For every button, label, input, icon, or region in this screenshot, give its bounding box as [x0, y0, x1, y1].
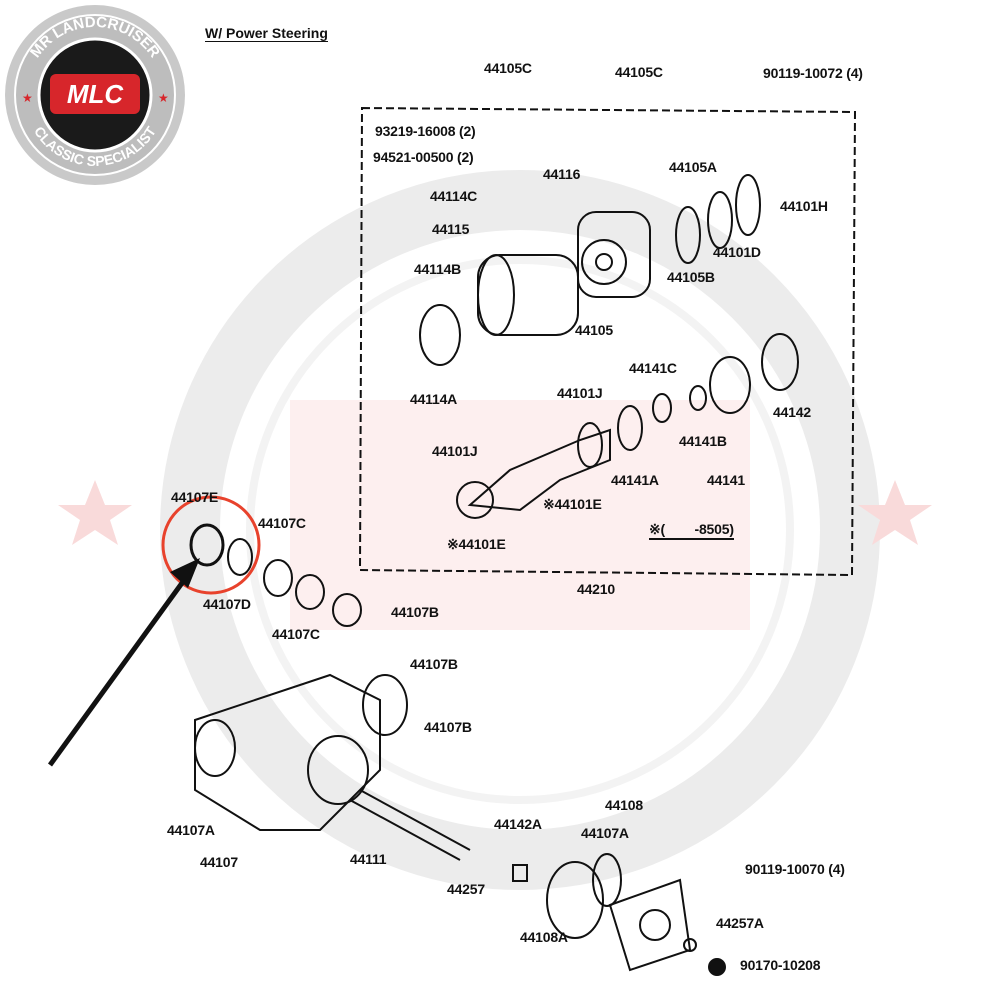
pointer-arrow — [47, 570, 193, 767]
part-label: 44107D — [203, 596, 251, 612]
part-label: 44257 — [447, 881, 485, 897]
part-label: 44101J — [557, 385, 603, 401]
svg-text:MLC: MLC — [67, 79, 125, 109]
part-label: 44107A — [581, 825, 629, 841]
part-label: 44142 — [773, 404, 811, 420]
valve-assembly-boundary — [358, 106, 857, 577]
part-label: 44105B — [667, 269, 715, 285]
part-label: 44116 — [543, 166, 581, 182]
part-label: 44141B — [679, 433, 727, 449]
part-label: 44107B — [410, 656, 458, 672]
highlight-circle — [161, 495, 261, 595]
part-label: 44101H — [780, 198, 828, 214]
part-label: 44101D — [713, 244, 761, 260]
gear-housing-part — [194, 673, 381, 831]
part-label: 44107B — [424, 719, 472, 735]
part-label: 44141 — [707, 472, 745, 488]
part-label: 44141A — [611, 472, 659, 488]
part-label: 44108A — [520, 929, 568, 945]
part-label: 94521-00500 (2) — [373, 149, 474, 165]
control-valve-part — [477, 254, 579, 336]
svg-text:★: ★ — [158, 91, 169, 105]
part-label: 44107E — [171, 489, 219, 505]
part-label: 44115 — [432, 221, 470, 237]
part-label: 44141C — [629, 360, 677, 376]
part-label: 44107A — [167, 822, 215, 838]
part-label: 44105A — [669, 159, 717, 175]
part-label: ※44101E — [447, 536, 506, 552]
oil-seal-44107E — [189, 523, 225, 567]
part-label: 44114B — [414, 261, 462, 277]
part-label: 44114C — [430, 188, 478, 204]
part-label: 93219-16008 (2) — [375, 123, 476, 139]
footnote-label: ※( -8505) — [649, 521, 734, 540]
diagram-title: W/ Power Steering — [205, 25, 328, 42]
part-label: 44105C — [484, 60, 532, 76]
part-label: 44107C — [258, 515, 306, 531]
part-label: 44108 — [605, 797, 643, 813]
side-cover-part — [608, 878, 692, 972]
part-label: 90170-10208 — [740, 957, 821, 973]
part-label: 44114A — [410, 391, 458, 407]
part-label: 90119-10072 (4) — [763, 65, 863, 81]
svg-text:★: ★ — [22, 91, 33, 105]
part-label: 44111 — [350, 851, 387, 867]
logo: MLC MR LANDCRUISER CLASSIC SPECIALIST ★ … — [2, 2, 188, 188]
input-shaft-part — [456, 422, 611, 519]
part-label: 44107 — [200, 854, 238, 870]
part-label: 44101J — [432, 443, 478, 459]
part-label: 44210 — [577, 581, 615, 597]
valve-housing-part — [577, 211, 651, 298]
part-label: 90119-10070 (4) — [745, 861, 845, 877]
part-label: 44107B — [391, 604, 439, 620]
part-label: 44257A — [716, 915, 764, 931]
part-label: 44107C — [272, 626, 320, 642]
part-label: 44142A — [494, 816, 542, 832]
sector-shaft-44111 — [349, 789, 471, 861]
part-label: 44105C — [615, 64, 663, 80]
part-label: ※44101E — [543, 496, 602, 512]
part-label: 44105 — [575, 322, 613, 338]
seal-ring-44114B — [419, 304, 461, 366]
